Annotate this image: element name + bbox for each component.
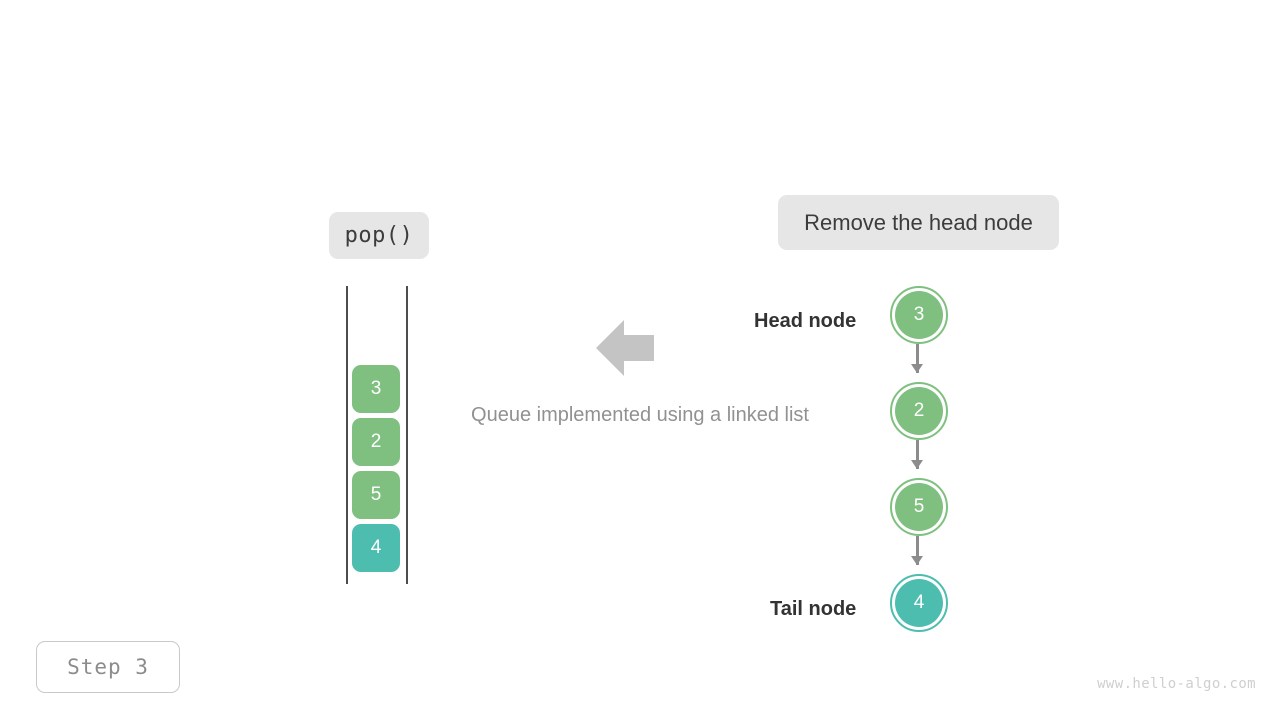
queue-block-value: 4 xyxy=(370,537,382,558)
queue-container: 3 2 5 4 xyxy=(346,286,408,584)
linked-list-link xyxy=(916,344,919,373)
linked-list-node-circle: 5 xyxy=(895,483,943,531)
queue-block: 3 xyxy=(352,365,400,413)
linked-list-node-value: 3 xyxy=(913,304,925,325)
linked-list: 3 2 5 4 xyxy=(880,286,960,638)
arrow-left-icon xyxy=(596,320,654,376)
linked-list-arrowhead-icon xyxy=(911,364,923,373)
queue-rail-left xyxy=(346,286,348,584)
queue-block-value: 5 xyxy=(370,484,382,505)
linked-list-arrowhead-icon xyxy=(911,556,923,565)
step-badge: Step 3 xyxy=(36,641,180,693)
operation-label: pop() xyxy=(329,212,429,259)
linked-list-link xyxy=(916,440,919,469)
queue-block-value: 3 xyxy=(370,378,382,399)
queue-rail-right xyxy=(406,286,408,584)
watermark: www.hello-algo.com xyxy=(1097,676,1256,692)
queue-block: 5 xyxy=(352,471,400,519)
tail-node-label: Tail node xyxy=(770,598,857,620)
linked-list-link xyxy=(916,536,919,565)
linked-list-node: 5 xyxy=(890,478,948,536)
linked-list-node: 2 xyxy=(890,382,948,440)
linked-list-node-circle: 4 xyxy=(895,579,943,627)
linked-list-node-value: 4 xyxy=(913,592,925,613)
linked-list-node-circle: 2 xyxy=(895,387,943,435)
linked-list-node-value: 2 xyxy=(913,400,925,421)
figure-caption: Queue implemented using a linked list xyxy=(471,404,809,426)
queue-block: 4 xyxy=(352,524,400,572)
linked-list-node: 3 xyxy=(890,286,948,344)
head-node-label: Head node xyxy=(754,310,857,332)
action-label: Remove the head node xyxy=(778,195,1059,250)
linked-list-node-value: 5 xyxy=(913,496,925,517)
linked-list-node: 4 xyxy=(890,574,948,632)
queue-block-value: 2 xyxy=(370,431,382,452)
linked-list-node-circle: 3 xyxy=(895,291,943,339)
linked-list-arrowhead-icon xyxy=(911,460,923,469)
queue-block-list: 3 2 5 4 xyxy=(352,365,400,572)
queue-block: 2 xyxy=(352,418,400,466)
